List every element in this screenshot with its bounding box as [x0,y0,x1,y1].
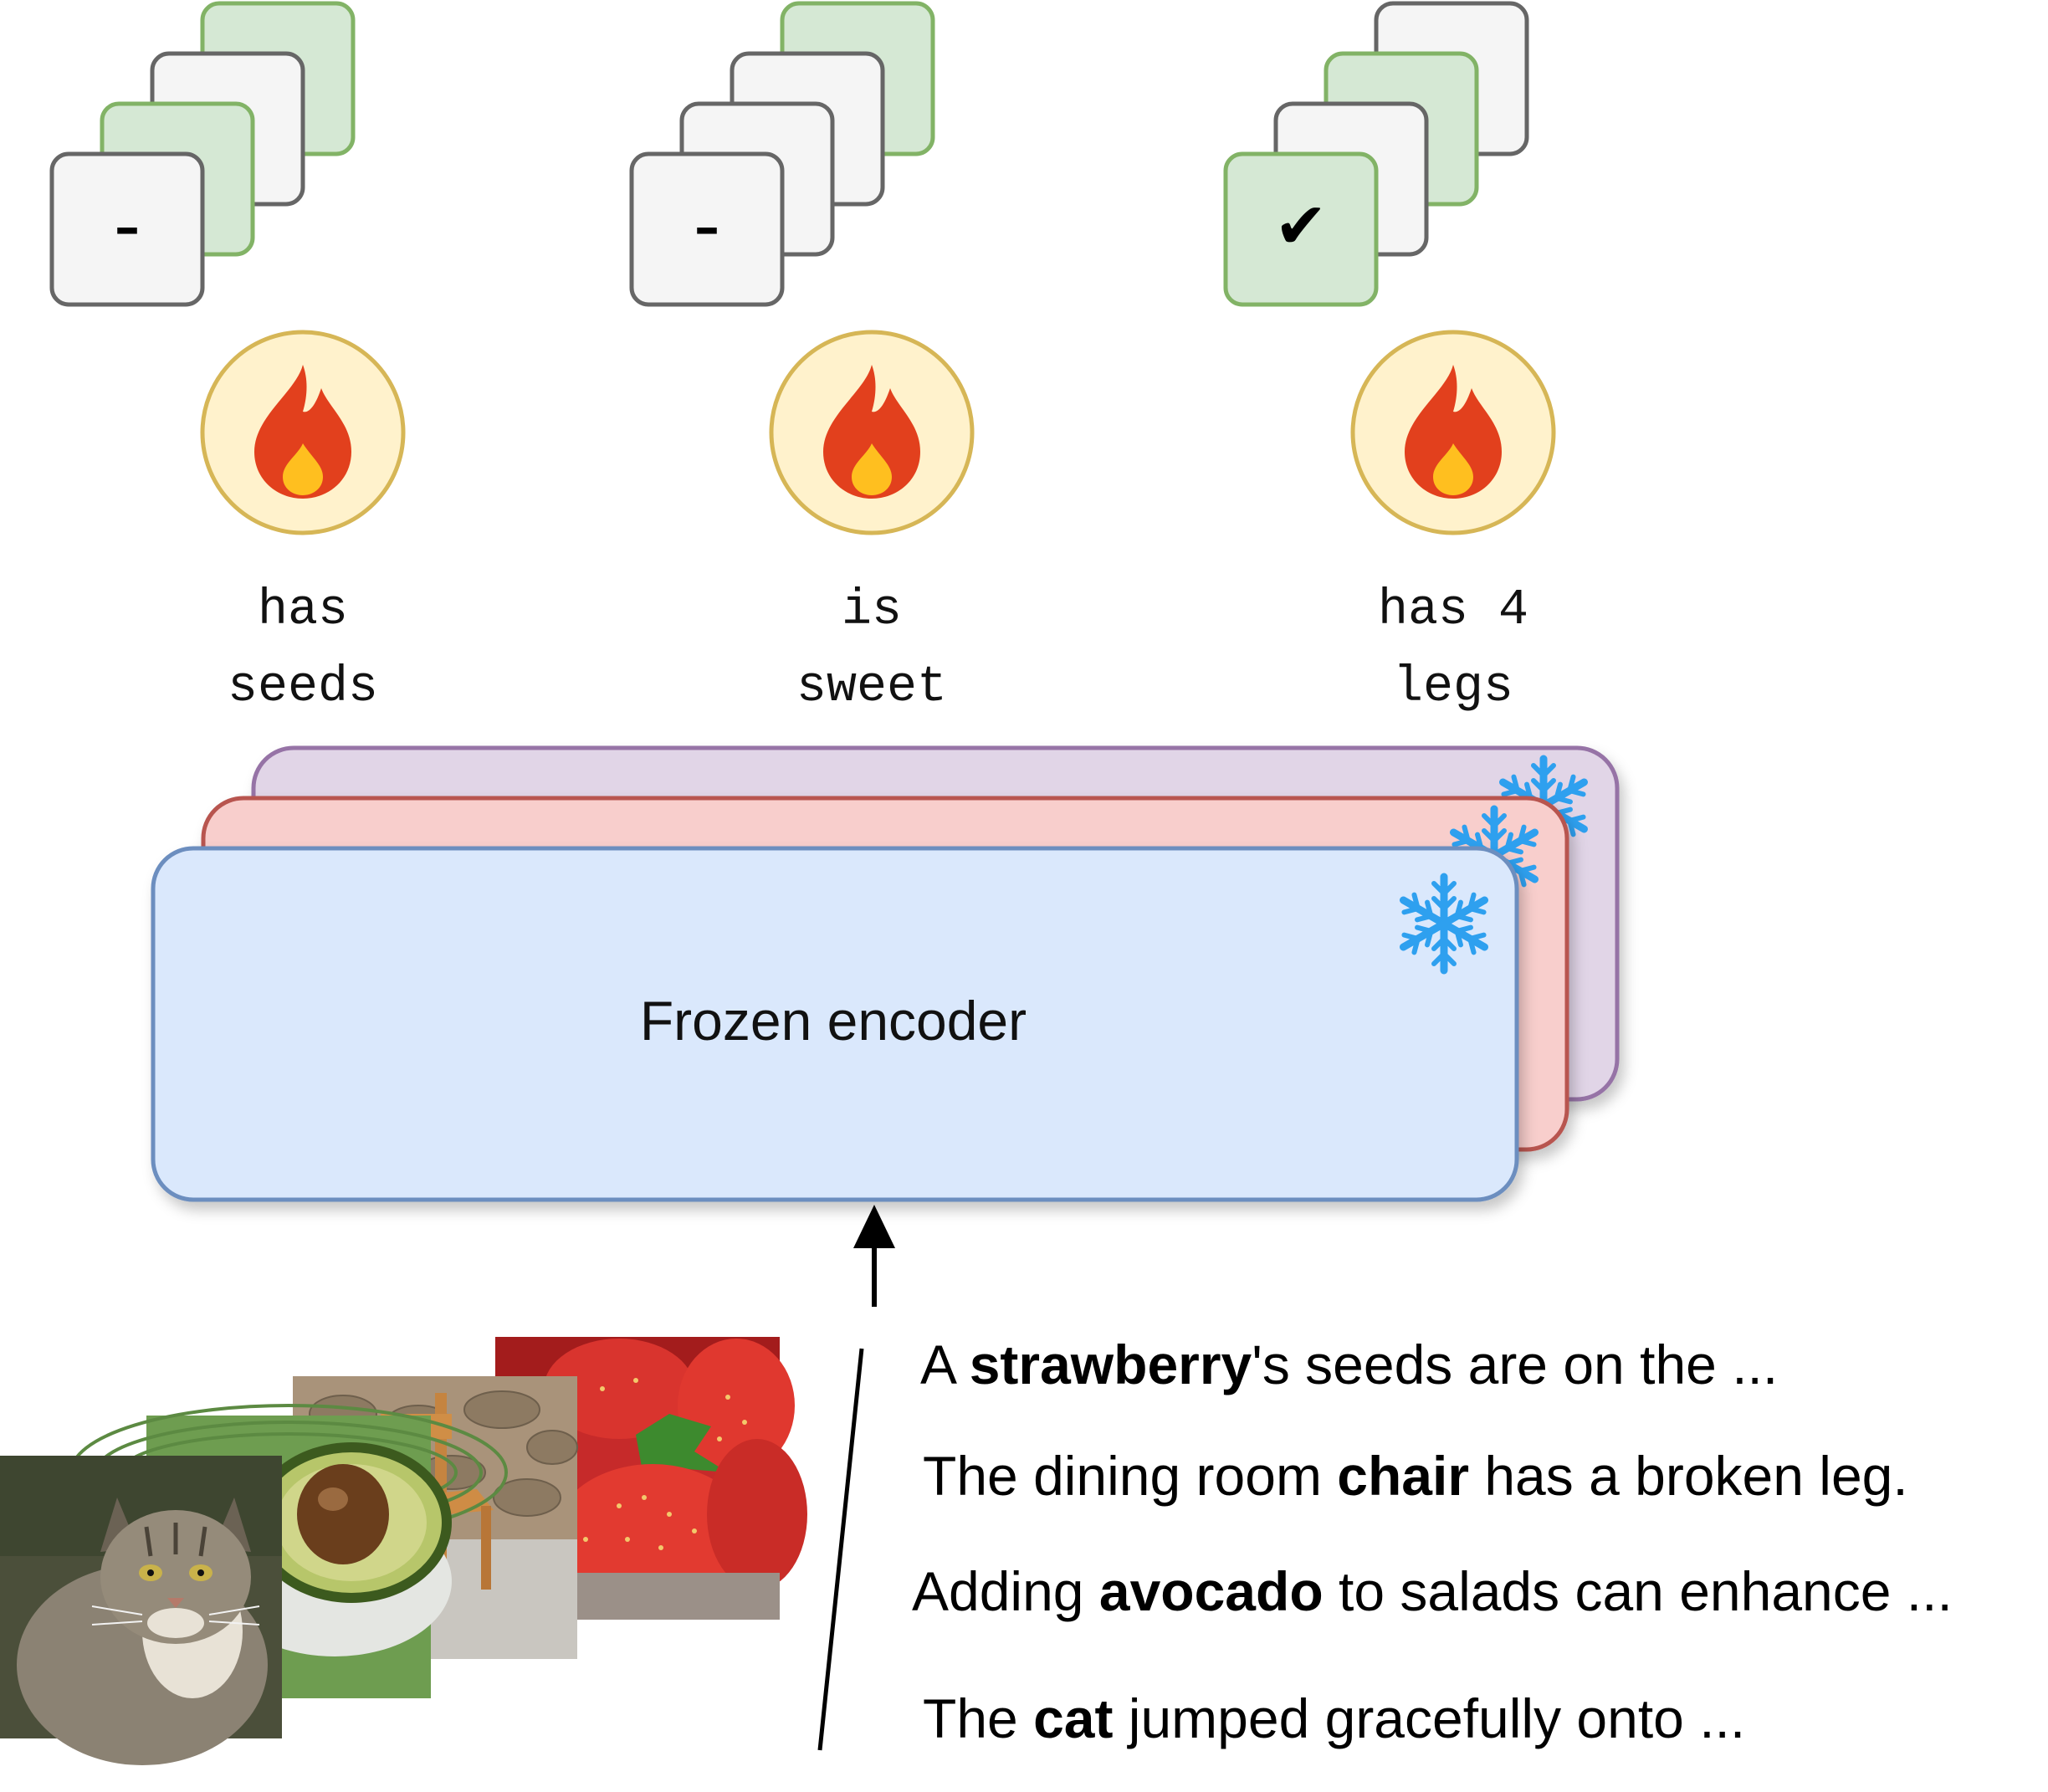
sentence-chair: The dining room chair has a broken leg. [923,1445,1908,1507]
probe-label-line2: sweet [796,659,947,716]
probe-label-line1: is [842,582,902,639]
checkmark-icon: ✔ [1274,188,1328,263]
input-arrow [853,1205,895,1307]
divider-line [817,1348,864,1751]
encoder-label: Frozen encoder [640,990,1027,1052]
probe-label-line1: has [258,582,348,639]
dash-icon: – [694,198,719,257]
cat-image [0,1456,282,1765]
probe-has-4-legs: has 4 legs [1350,330,1556,716]
probe-is-sweet: is sweet [769,330,975,716]
input-sentences: A strawberry's seeds are on the ... The … [912,1334,1953,1749]
probe-card-stacks: ✔–✔–✔––––✔–✔ [49,1,1529,307]
dash-icon: – [115,198,140,257]
probe-label-line2: seeds [228,659,378,716]
card-negative: – [49,151,205,307]
probe-label-line1: has 4 [1378,582,1528,639]
sentence-strawberry: A strawberry's seeds are on the ... [920,1334,1778,1395]
encoder-stack: Frozen encoder [151,745,1620,1202]
card-negative: – [629,151,785,307]
encoder-layer-front [151,846,1519,1202]
probe-has-seeds: has seeds [200,330,406,716]
input-images [0,1337,807,1765]
sentence-cat: The cat jumped gracefully onto ... [923,1687,1745,1749]
probe-label-line2: legs [1393,659,1513,716]
sentence-avocado: Adding avocado to salads can enhance ... [912,1560,1953,1622]
card-positive: ✔ [1223,151,1379,307]
